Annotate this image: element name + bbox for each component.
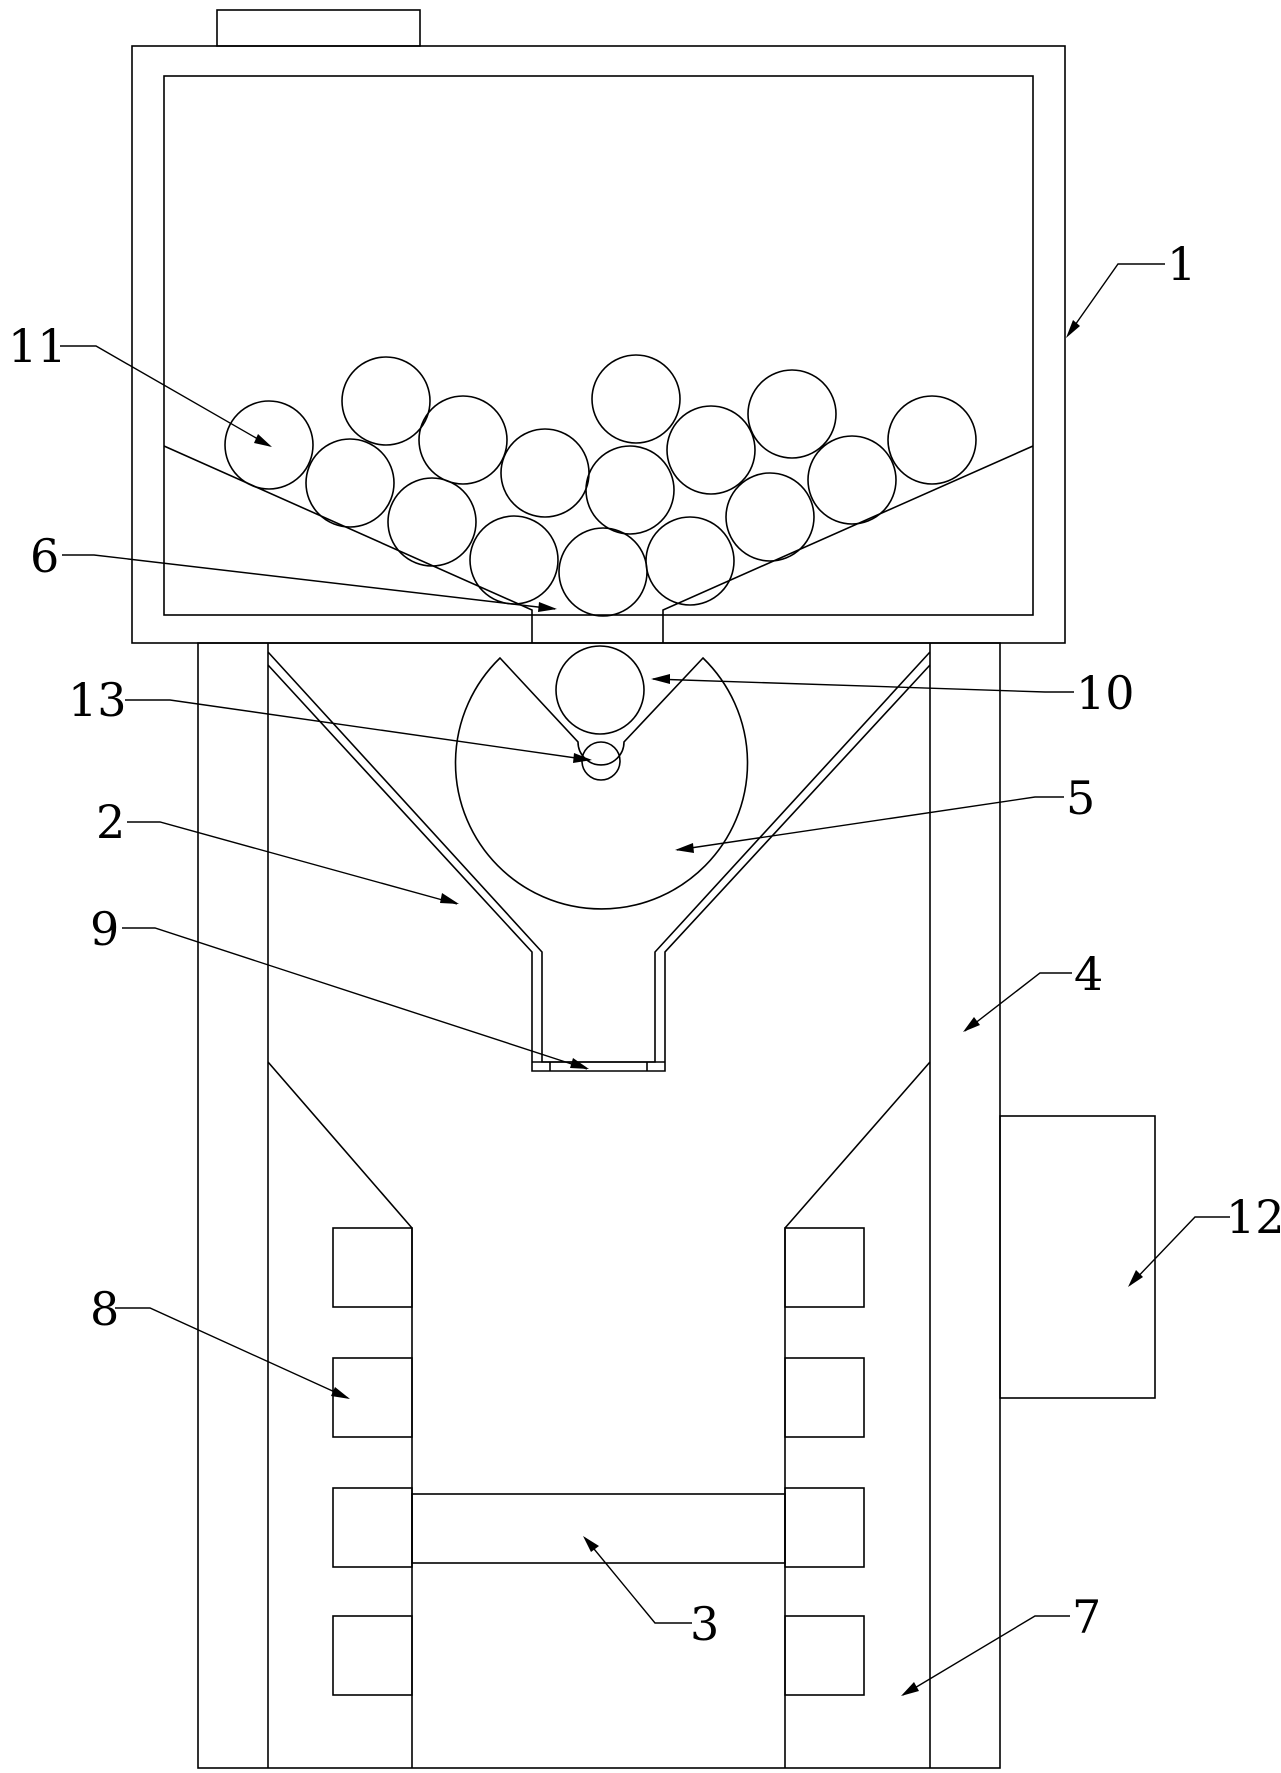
hopper [267, 651, 931, 1072]
leader-7 [902, 1615, 1070, 1696]
label-7: 7 [1072, 1590, 1101, 1644]
leader-1 [1067, 263, 1165, 336]
side-block [332, 1227, 413, 1308]
ball [585, 445, 675, 535]
arrowhead-1 [1066, 320, 1080, 338]
leader-6 [62, 554, 556, 610]
box-inner [163, 75, 1034, 616]
arrowhead-6 [538, 602, 557, 612]
leader-5 [676, 796, 1064, 851]
arrowhead-8 [331, 1387, 350, 1399]
ball [500, 428, 590, 518]
leader-lines [60, 263, 1230, 1696]
arrowhead-3 [583, 1536, 599, 1552]
leader-12 [1129, 1216, 1230, 1286]
arrowhead-7 [901, 1682, 919, 1696]
label-5: 5 [1066, 771, 1095, 825]
arrowhead-10 [651, 674, 670, 684]
arrowhead-5 [675, 843, 694, 853]
label-9: 9 [90, 902, 119, 956]
ball [807, 435, 897, 525]
arrowhead-4 [963, 1017, 980, 1032]
part-labels: 1 11 6 10 13 5 2 9 4 12 8 3 7 [8, 237, 1281, 1651]
ball [887, 395, 977, 485]
label-13: 13 [68, 673, 127, 727]
leader-10 [652, 678, 1074, 693]
box-right-slope [662, 445, 1034, 643]
ball-in-notch [555, 645, 645, 735]
frame-outer [197, 642, 1001, 1769]
ball [469, 515, 559, 605]
arrowhead-13 [573, 753, 592, 763]
ball-pile [224, 354, 977, 617]
leader-9 [122, 927, 588, 1070]
ball [387, 477, 477, 567]
support-frame [197, 642, 1001, 1769]
ball [725, 472, 815, 562]
ball [666, 405, 756, 495]
side-blocks [332, 1227, 865, 1696]
ball [341, 356, 431, 446]
label-6: 6 [30, 529, 59, 583]
sector-wheel [454, 656, 749, 910]
side-block [332, 1615, 413, 1696]
ball [645, 516, 735, 606]
side-block [332, 1357, 413, 1438]
ball [418, 395, 508, 485]
leader-13 [125, 699, 591, 761]
rotary-wheel [454, 645, 749, 910]
ball [224, 400, 314, 490]
side-block [784, 1357, 865, 1438]
side-block [784, 1615, 865, 1696]
hopper-outer [267, 664, 931, 1072]
ball [591, 354, 681, 444]
arrowhead-12 [1128, 1270, 1143, 1287]
ball [747, 369, 837, 459]
lower-left-wall [267, 1061, 413, 1768]
ball [305, 438, 395, 528]
side-block [332, 1487, 413, 1568]
leader-11 [60, 345, 271, 447]
cross-bar [411, 1493, 786, 1564]
side-block [784, 1487, 865, 1568]
side-control-box [999, 1115, 1156, 1399]
ball [558, 527, 648, 617]
label-1: 1 [1167, 237, 1196, 291]
hopper-inner [267, 651, 931, 1063]
arrowhead-11 [254, 434, 272, 447]
label-3: 3 [690, 1597, 719, 1651]
arrowhead-9 [570, 1058, 589, 1069]
label-10: 10 [1076, 666, 1135, 720]
leader-4 [964, 972, 1072, 1032]
leader-8 [115, 1307, 349, 1399]
label-12: 12 [1226, 1190, 1281, 1244]
label-11: 11 [8, 319, 67, 373]
storage-box [131, 9, 1066, 644]
arrowhead-2 [440, 893, 459, 904]
box-left-slope [163, 445, 533, 643]
label-2: 2 [96, 795, 125, 849]
label-4: 4 [1074, 947, 1103, 1001]
box-lid-tab [216, 9, 421, 47]
box-outer [131, 45, 1066, 644]
leader-2 [127, 821, 458, 905]
side-block [784, 1227, 865, 1308]
leader-3 [584, 1537, 692, 1624]
label-8: 8 [90, 1282, 119, 1336]
lower-right-wall [784, 1061, 931, 1768]
